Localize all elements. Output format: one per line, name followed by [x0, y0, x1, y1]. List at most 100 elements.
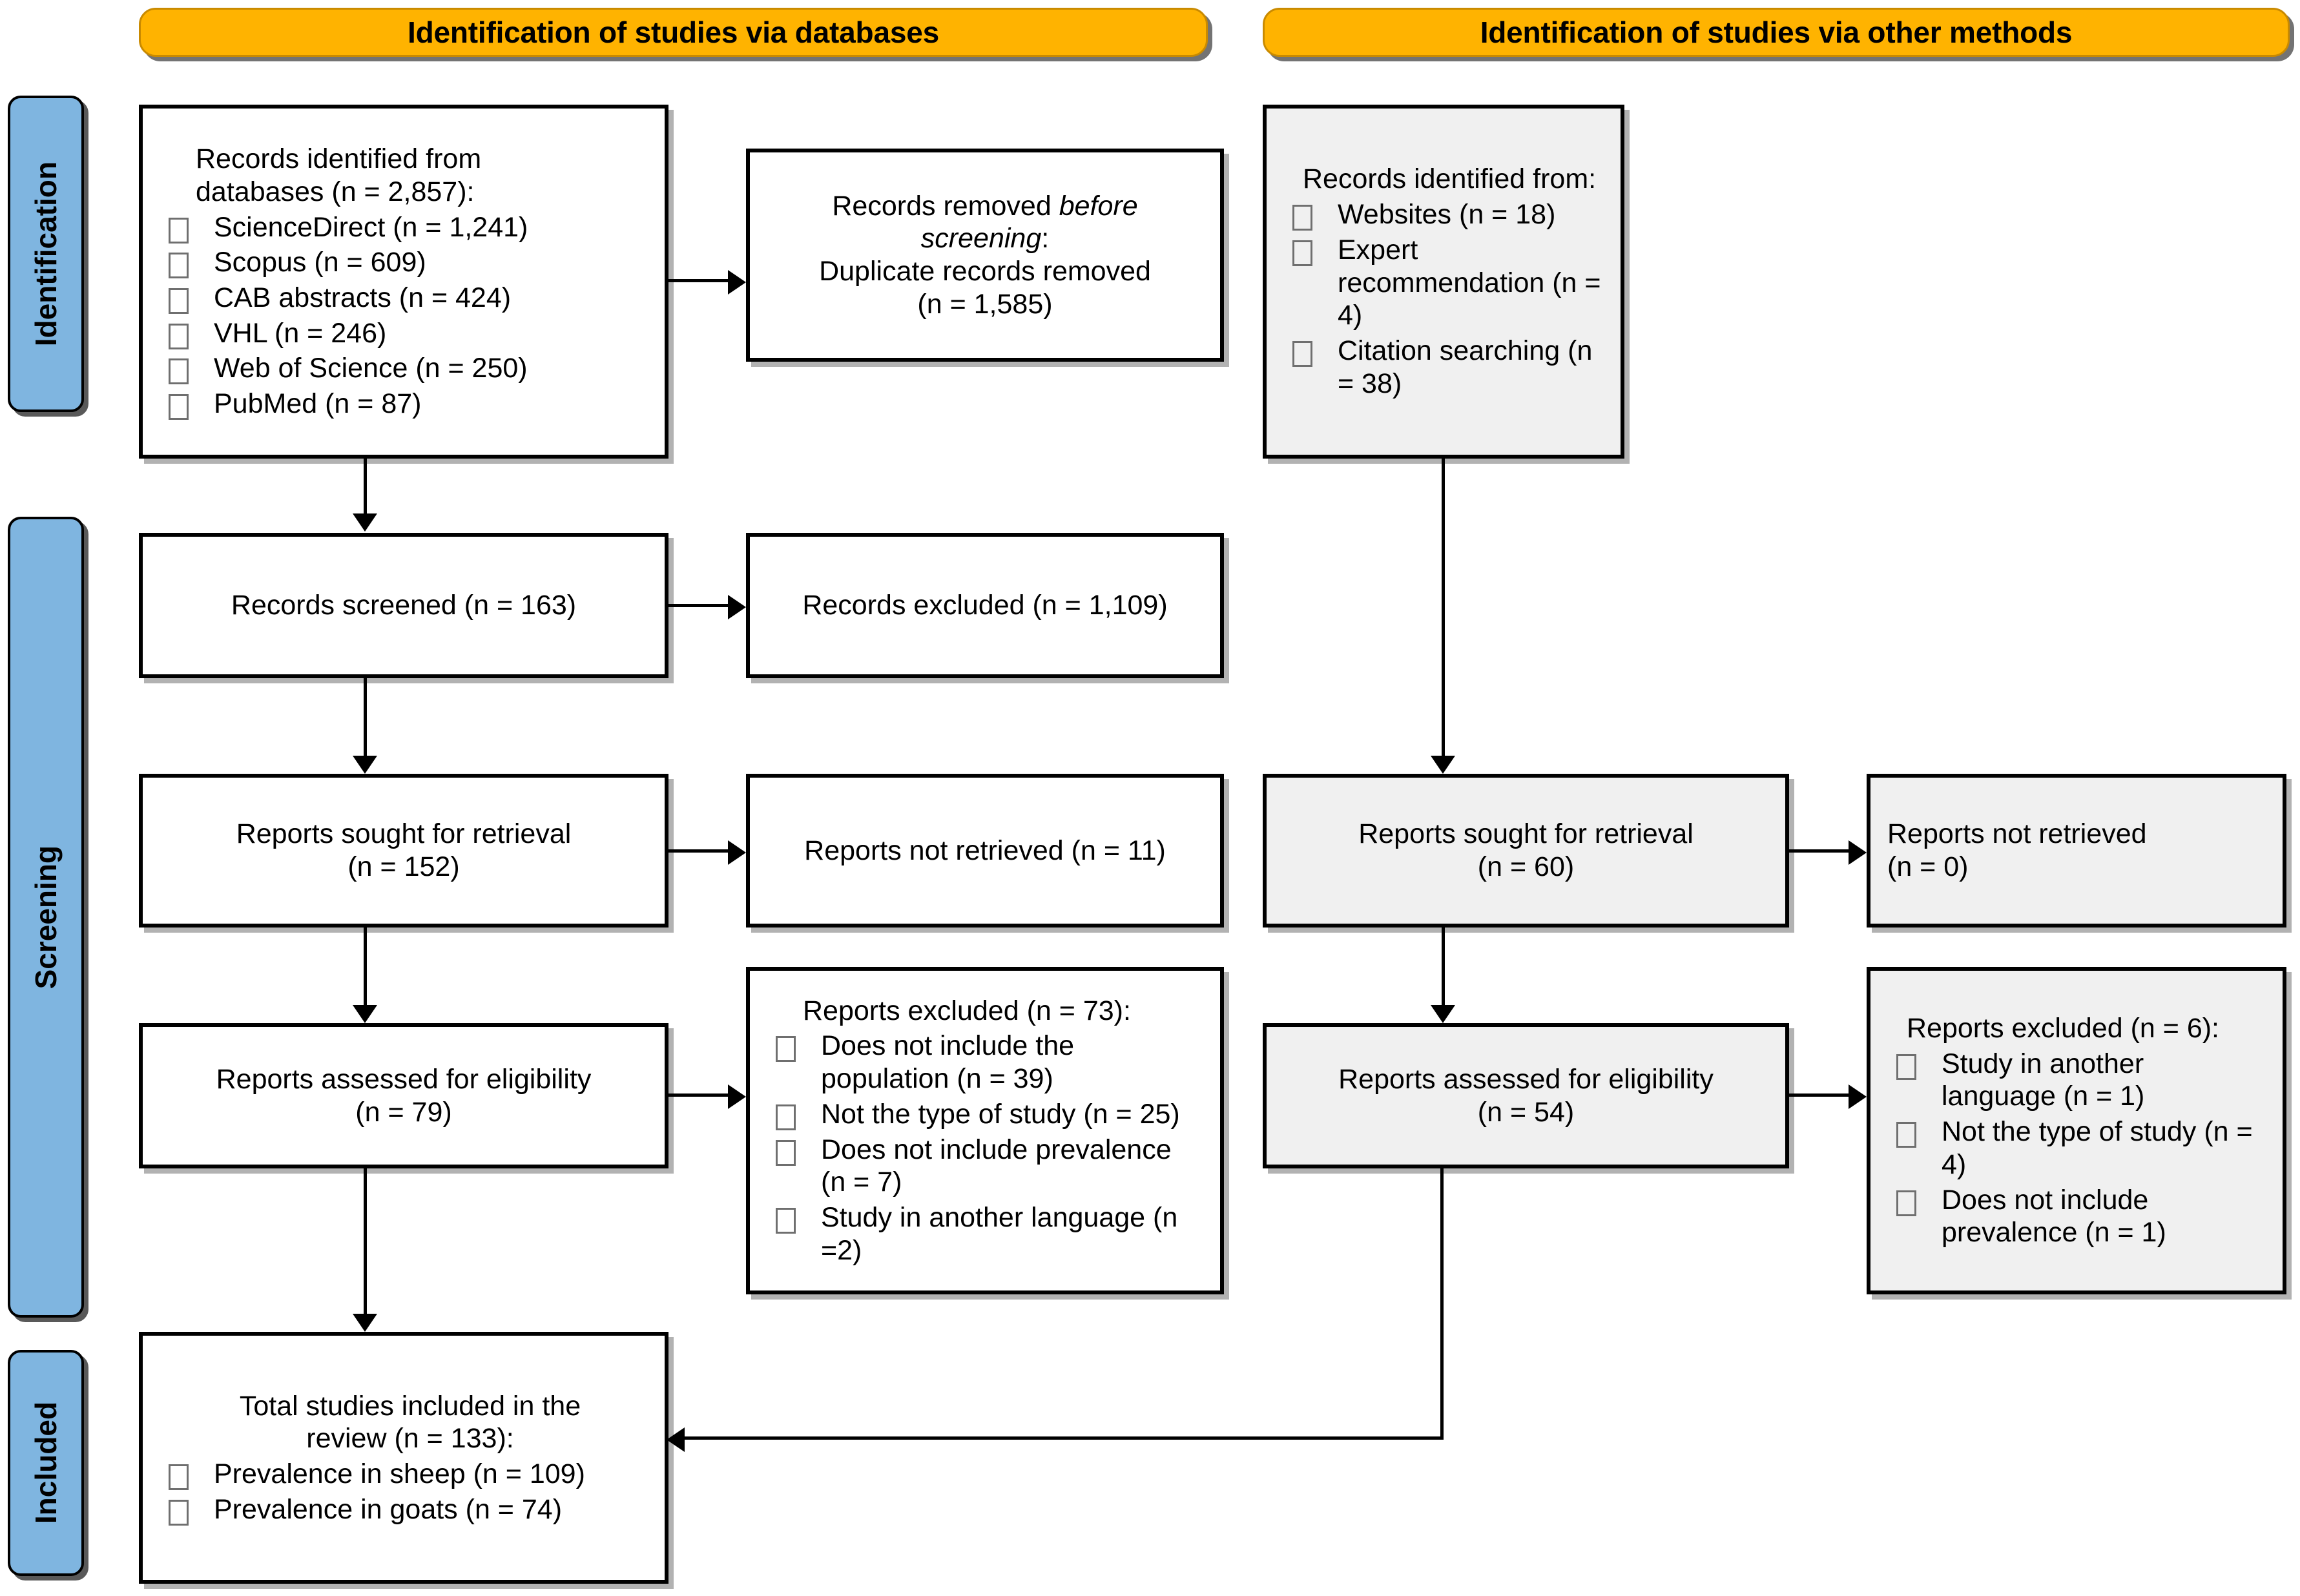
connector-assessed-to-included: [364, 1168, 367, 1314]
banner-other-methods: Identification of studies via other meth…: [1263, 8, 2290, 57]
box-reports-assessed-eligibility: Reports assessed for eligibility (n = 79…: [139, 1023, 668, 1168]
arrow-down-icon: [353, 756, 377, 774]
connector-other-sought-to-notretrieved: [1789, 849, 1849, 853]
banner-databases: Identification of studies via databases: [139, 8, 1208, 57]
records-excluded-text: Records excluded (n = 1,109): [802, 590, 1168, 621]
records-screened-text: Records screened (n = 163): [231, 590, 577, 621]
bullet-square-icon: [1292, 240, 1312, 266]
list-item: VHL (n = 246): [160, 317, 648, 350]
connector-other-identified-to-sought: [1442, 459, 1445, 756]
bullet-square-icon: [776, 1139, 796, 1166]
arrow-right-icon: [728, 595, 746, 619]
list-item: ScienceDirect (n = 1,241): [160, 211, 648, 244]
banner-databases-label: Identification of studies via databases: [408, 16, 939, 49]
box-reports-not-retrieved: Reports not retrieved (n = 11): [746, 774, 1224, 928]
connector-other-assessed-to-included-horizontal: [685, 1436, 1444, 1440]
records-identified-other-list: Websites (n = 18) Expert recommendation …: [1283, 196, 1604, 400]
box-records-identified-other: Records identified from: Websites (n = 1…: [1263, 105, 1624, 459]
list-item: Not the type of study (n = 4): [1887, 1115, 2266, 1181]
box-other-reports-not-retrieved: Reports not retrieved (n = 0): [1867, 774, 2286, 928]
other-reports-sought-text: Reports sought for retrieval (n = 60): [1358, 818, 1694, 882]
list-item: Prevalence in goats (n = 74): [160, 1493, 648, 1526]
arrow-right-icon: [1849, 840, 1867, 865]
box-total-studies-included: Total studies included in the review (n …: [139, 1332, 668, 1584]
stage-tab-identification: Identification: [8, 96, 84, 412]
arrow-down-icon: [1431, 1005, 1455, 1023]
stage-tab-screening: Screening: [8, 517, 84, 1318]
list-item: Study in another language (n =2): [767, 1201, 1203, 1267]
records-identified-title-line1: Records identified from: [196, 143, 482, 175]
list-item: Not the type of study (n = 25): [767, 1098, 1203, 1131]
connector-other-assessed-to-included-vertical: [1440, 1168, 1444, 1440]
arrow-down-icon: [353, 1005, 377, 1023]
bullet-square-icon: [776, 1036, 796, 1062]
other-reports-excluded-title: Reports excluded (n = 6):: [1907, 1012, 2220, 1044]
connector-other-assessed-to-excluded: [1789, 1093, 1849, 1097]
other-reports-not-retrieved-text: Reports not retrieved (n = 0): [1887, 818, 2147, 882]
connector-screened-to-sought: [364, 678, 367, 756]
bullet-square-icon: [169, 1499, 189, 1526]
arrow-right-icon: [728, 270, 746, 295]
arrow-right-icon: [728, 1084, 746, 1109]
connector-sought-to-assessed: [364, 928, 367, 1005]
records-identified-title: Records identified from databases (n = 2…: [160, 143, 648, 208]
list-item: Does not include the population (n = 39): [767, 1030, 1203, 1095]
connector-identified-to-removed: [668, 279, 728, 282]
arrow-right-icon: [1849, 1084, 1867, 1109]
arrow-right-icon: [728, 840, 746, 865]
banner-other-methods-label: Identification of studies via other meth…: [1480, 16, 2073, 49]
list-item: Citation searching (n = 38): [1283, 335, 1604, 400]
bullet-square-icon: [169, 1464, 189, 1490]
stage-tab-included: Included: [8, 1350, 84, 1576]
list-item: Study in another language (n = 1): [1887, 1048, 2266, 1113]
bullet-square-icon: [169, 288, 189, 314]
box-records-screened: Records screened (n = 163): [139, 533, 668, 678]
bullet-square-icon: [169, 358, 189, 385]
other-reports-assessed-text: Reports assessed for eligibility (n = 54…: [1338, 1063, 1714, 1128]
other-reports-excluded-list: Study in another language (n = 1) Not th…: [1887, 1045, 2266, 1249]
connector-assessed-to-excluded: [668, 1093, 728, 1097]
box-reports-excluded-detail: Reports excluded (n = 73): Does not incl…: [746, 967, 1224, 1294]
bullet-square-icon: [169, 253, 189, 279]
reports-excluded-detail-title: Reports excluded (n = 73):: [803, 995, 1131, 1026]
stage-tab-identification-label: Identification: [29, 161, 63, 347]
box-other-reports-sought: Reports sought for retrieval (n = 60): [1263, 774, 1789, 928]
list-item: CAB abstracts (n = 424): [160, 282, 648, 315]
list-item: Websites (n = 18): [1283, 198, 1604, 231]
bullet-square-icon: [1292, 205, 1312, 231]
reports-excluded-detail-list: Does not include the population (n = 39)…: [767, 1027, 1203, 1267]
reports-sought-text: Reports sought for retrieval (n = 152): [236, 818, 572, 882]
records-removed-text: Records removed before screening: Duplic…: [819, 190, 1151, 320]
bullet-square-icon: [1896, 1190, 1916, 1216]
list-item: Expert recommendation (n = 4): [1283, 234, 1604, 332]
connector-screened-to-excluded: [668, 604, 728, 607]
list-item: Does not include prevalence (n = 7): [767, 1134, 1203, 1199]
total-included-title: Total studies included in the review (n …: [239, 1390, 581, 1455]
box-records-excluded: Records excluded (n = 1,109): [746, 533, 1224, 678]
list-item: Scopus (n = 609): [160, 246, 648, 279]
list-item: PubMed (n = 87): [160, 388, 648, 420]
records-identified-other-title: Records identified from:: [1303, 163, 1597, 195]
list-item: Web of Science (n = 250): [160, 352, 648, 385]
connector-identified-to-screened: [364, 459, 367, 513]
stage-tab-screening-label: Screening: [29, 845, 63, 990]
bullet-square-icon: [1896, 1122, 1916, 1148]
arrow-down-icon: [353, 513, 377, 532]
arrow-down-icon: [1431, 756, 1455, 774]
connector-sought-to-notretrieved: [668, 849, 728, 853]
stage-tab-included-label: Included: [29, 1402, 63, 1524]
records-identified-list: ScienceDirect (n = 1,241) Scopus (n = 60…: [160, 209, 648, 420]
reports-not-retrieved-text: Reports not retrieved (n = 11): [804, 834, 1166, 866]
reports-assessed-text: Reports assessed for eligibility (n = 79…: [216, 1063, 592, 1128]
list-item: Does not include prevalence (n = 1): [1887, 1184, 2266, 1249]
connector-other-sought-to-assessed: [1442, 928, 1445, 1005]
arrow-down-icon: [353, 1314, 377, 1332]
records-identified-title-line2: databases (n = 2,857):: [196, 176, 475, 207]
box-other-reports-assessed: Reports assessed for eligibility (n = 54…: [1263, 1023, 1789, 1168]
arrow-left-icon: [667, 1427, 685, 1452]
bullet-square-icon: [169, 394, 189, 420]
bullet-square-icon: [1896, 1053, 1916, 1080]
box-reports-sought-retrieval: Reports sought for retrieval (n = 152): [139, 774, 668, 928]
bullet-square-icon: [1292, 341, 1312, 368]
